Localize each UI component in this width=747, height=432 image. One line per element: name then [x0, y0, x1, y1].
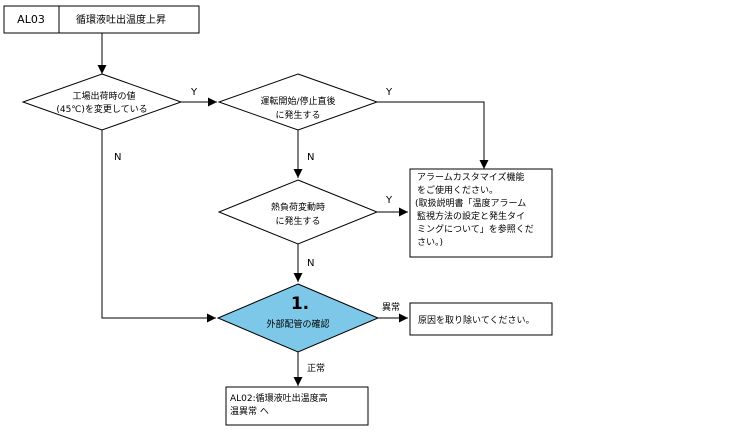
box-alarm-customize: アラームカスタマイズ機能 をご使用ください。 (取扱説明書「温度アラーム 監視方… [409, 168, 553, 258]
box-alarm-customize-line-5: さい。) [417, 237, 443, 248]
decision-after-start-stop-line1: 運転開始/停止直後 [260, 95, 335, 107]
label-no-d2: N [307, 152, 314, 163]
label-no-d3: N [307, 258, 314, 269]
label-abnormal: 異常 [382, 301, 400, 313]
box-remove-cause: 原因を取り除いてください。 [409, 302, 553, 336]
decision-factory-setting: 工場出荷時の値 (45℃)を変更している [21, 73, 183, 131]
label-yes-d1: Y [190, 87, 198, 98]
box-remove-cause-text: 原因を取り除いてください。 [418, 314, 534, 326]
decision-external-piping-check: 1. 外部配管の確認 [216, 283, 380, 353]
box-alarm-customize-line-1: をご使用ください。 [417, 184, 498, 196]
alarm-code: AL03 [17, 13, 45, 26]
connectors [97, 33, 489, 386]
decision-factory-setting-line2: (45℃)を変更している [56, 103, 147, 115]
box-alarm-customize-line-0: アラームカスタマイズ機能 [417, 171, 524, 183]
edge-labels: Y Y Y N N N 異常 正常 [114, 87, 400, 374]
label-normal: 正常 [307, 362, 325, 374]
label-yes-d2: Y [385, 87, 393, 98]
decision-heat-load-change-line2: に発生する [275, 215, 320, 227]
label-no-d1: N [114, 152, 121, 163]
arrow-d2-yes-to-box [377, 101, 489, 169]
decision-after-start-stop-line2: に発生する [275, 109, 320, 121]
label-yes-d3: Y [385, 195, 393, 206]
box-alarm-customize-line-3: 監視方法の設定と発生タイ [417, 210, 525, 222]
alarm-title: 循環液吐出温度上昇 [76, 13, 166, 26]
box-alarm-customize-line-4: ミングについて」を参照くだ [417, 223, 534, 235]
arrow-d1-no-to-d4 [101, 130, 216, 323]
decision-after-start-stop: 運転開始/停止直後 に発生する [217, 73, 379, 131]
decision-external-check-number: 1. [291, 294, 309, 314]
box-al02-line2: 温異常 へ [230, 405, 269, 417]
decision-heat-load-change: 熱負荷変動時 に発生する [217, 179, 379, 245]
alarm-header: AL03 循環液吐出温度上昇 [3, 5, 200, 34]
box-al02: AL02:循環液吐出温度高 温異常 へ [225, 386, 369, 426]
decision-factory-setting-line1: 工場出荷時の値 [72, 90, 135, 102]
box-al02-line1: AL02:循環液吐出温度高 [230, 392, 328, 404]
decision-external-check-label: 外部配管の確認 [266, 318, 329, 330]
box-alarm-customize-line-2: (取扱説明書「温度アラーム [415, 197, 526, 209]
decision-heat-load-change-line1: 熱負荷変動時 [271, 201, 325, 213]
